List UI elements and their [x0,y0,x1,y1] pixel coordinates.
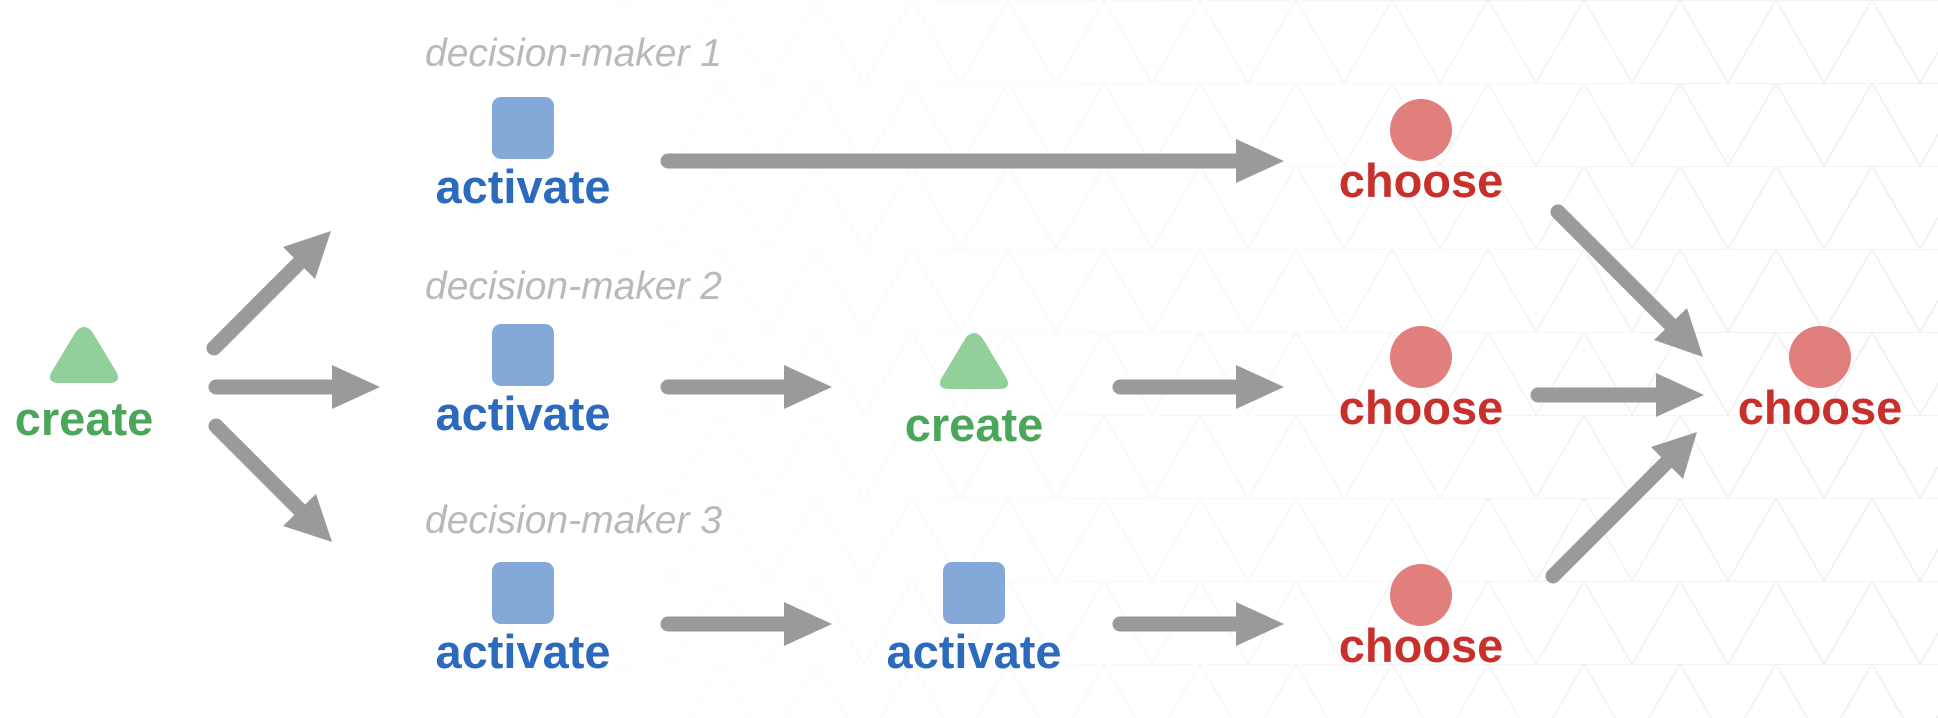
circle-icon [1789,326,1851,388]
lane-label-2: decision-maker 2 [425,265,722,308]
triangle-icon [50,327,118,383]
node-label: activate [435,625,611,678]
node-start-create: create [0,323,214,443]
node-label: create [14,392,154,445]
lane-label-1: decision-maker 1 [425,32,722,75]
node-lane3-activate: activate [393,562,653,682]
circle-icon [1390,326,1452,388]
arrow-start-to-lane2 [208,365,380,409]
node-lane2-activate: activate [393,324,653,444]
node-label: activate [886,625,1062,678]
arrow-lane2-create-to-choose [1112,365,1284,409]
node-lane2-create: create [844,329,1104,449]
arrow-lane1-choose-to-final [1550,204,1703,357]
arrow-lane2-choose-to-final [1530,373,1704,417]
node-label: activate [435,160,611,213]
node-label: choose [1338,154,1504,207]
node-label: choose [1737,381,1903,434]
node-label: create [904,398,1044,451]
arrow-lane1-activate-to-choose [660,139,1284,183]
square-icon [492,97,554,159]
node-label: choose [1338,619,1504,672]
square-icon [492,562,554,624]
triangle-icon [940,333,1008,389]
circle-icon [1390,99,1452,161]
circle-icon [1390,564,1452,626]
arrow-start-to-lane1 [206,231,331,356]
arrow-lane3-activate-to-choose [1112,602,1284,646]
arrow-lane3-choose-to-final [1545,432,1697,584]
square-icon [943,562,1005,624]
arrow-lane3-activate-to-activate [660,602,832,646]
node-label: activate [435,387,611,440]
arrow-lane2-activate-to-create [660,365,832,409]
node-label: choose [1338,381,1504,434]
lane-label-3: decision-maker 3 [425,499,722,542]
node-lane1-activate: activate [393,97,653,217]
node-lane2-choose: choose [1291,326,1551,446]
arrow-start-to-lane3 [208,418,332,542]
node-lane1-choose: choose [1291,99,1551,219]
square-icon [492,324,554,386]
node-lane3-activate-2: activate [844,562,1104,682]
node-final-choose: choose [1690,326,1938,446]
node-lane3-choose: choose [1291,564,1551,684]
